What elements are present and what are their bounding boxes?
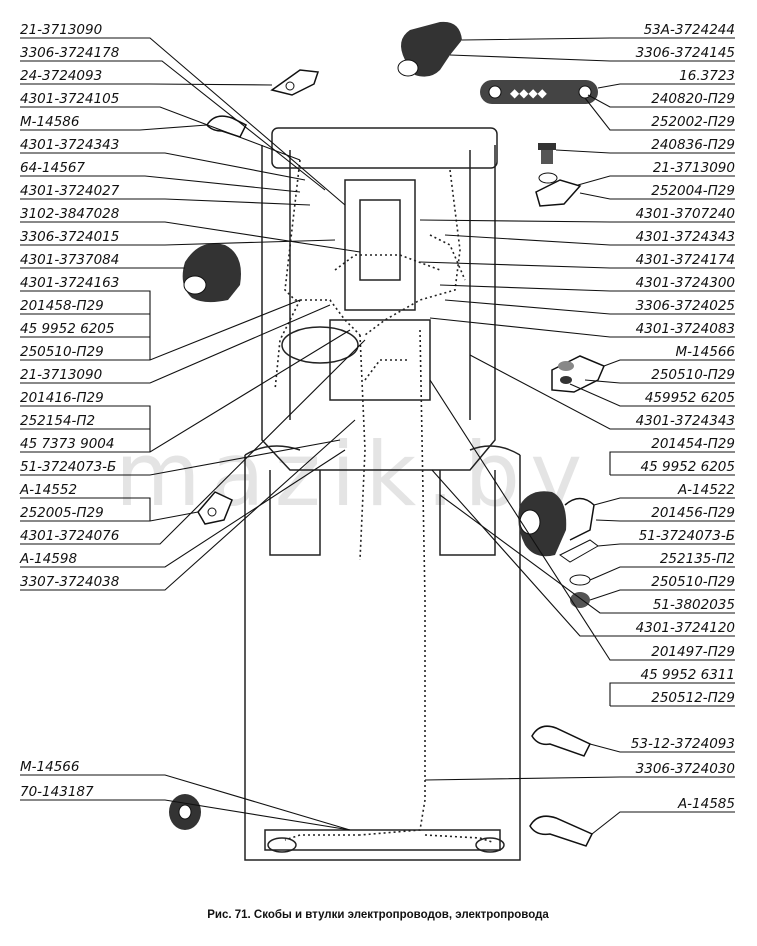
part-label: 4301-3724343 — [636, 413, 735, 429]
part-label: 24-3724093 — [20, 68, 102, 84]
part-label: M-14566 — [20, 759, 79, 775]
part-label: 3306-3724025 — [636, 298, 735, 314]
clamp-left-lower-icon — [197, 491, 233, 525]
part-label: 4301-3724105 — [20, 91, 119, 107]
part-label: 459952 6205 — [645, 390, 735, 406]
part-label: 252002-П29 — [651, 114, 735, 130]
part-label: 45 9952 6205 — [20, 321, 114, 337]
figure-caption: Рис. 71. Скобы и втулки электропроводов,… — [207, 909, 549, 921]
part-label: 201497-П29 — [651, 644, 735, 660]
part-label: 51-3724073-Б — [20, 459, 116, 475]
part-label: 21-3713090 — [20, 22, 102, 38]
grommet-bottom-left-icon — [169, 794, 201, 830]
cable-clip-bottom-right-icon — [529, 815, 594, 847]
part-label: 250510-П29 — [20, 344, 104, 360]
part-label: 53-12-3724093 — [631, 736, 735, 752]
part-label: 3306-3724015 — [20, 229, 119, 245]
bracket-clip-top-icon — [270, 69, 320, 96]
part-label: 4301-3724163 — [20, 275, 119, 291]
part-label: 201454-П29 — [651, 436, 735, 452]
rubber-boot-top-icon — [397, 21, 462, 77]
part-label: 70-143187 — [20, 784, 94, 800]
part-label: 3306-3724030 — [636, 761, 735, 777]
labels-left: 21-3713090 3306-3724178 24-3724093 4301-… — [19, 22, 120, 800]
part-label: 64-14567 — [20, 160, 85, 176]
rubber-boot-left-icon — [182, 243, 241, 303]
part-label: 252154-П2 — [20, 413, 95, 429]
part-label: 240836-П29 — [651, 137, 735, 153]
part-label: 21-3713090 — [20, 367, 102, 383]
part-label: А-14522 — [677, 482, 735, 498]
connector-block-icon: ◆◆◆◆ — [480, 80, 598, 104]
part-label: 3306-3724145 — [636, 45, 735, 61]
part-label: 3102-3847028 — [20, 206, 119, 222]
part-label: 4301-3724300 — [636, 275, 735, 291]
part-label: 4301-3724343 — [20, 137, 119, 153]
labels-right: 53А-3724244 3306-3724145 16.3723 240820-… — [631, 22, 735, 812]
part-label: А-14585 — [677, 796, 735, 812]
part-label: 240820-П29 — [651, 91, 735, 107]
part-label: 4301-3737084 — [20, 252, 119, 268]
part-label: 3307-3724038 — [20, 574, 119, 590]
part-label: M-14566 — [676, 344, 735, 360]
watermark: mazik.by — [115, 423, 592, 526]
part-label: 250512-П29 — [651, 690, 735, 706]
part-label: 53А-3724244 — [644, 22, 735, 38]
part-label: 201416-П29 — [20, 390, 104, 406]
part-label: 45 9952 6205 — [641, 459, 735, 475]
part-label: 51-3724073-Б — [639, 528, 735, 544]
part-label: 252135-П2 — [660, 551, 735, 567]
bolt-washer-right-icon — [535, 143, 582, 207]
part-label: А-14598 — [19, 551, 77, 567]
part-label: 45 7373 9004 — [20, 436, 114, 452]
part-label: 4301-3707240 — [636, 206, 735, 222]
cable-clip-right-lower-icon — [531, 725, 592, 757]
svg-text:◆◆◆◆: ◆◆◆◆ — [510, 86, 548, 100]
grommet-clamp-right-icon — [518, 491, 599, 608]
part-label: 4301-3724120 — [636, 620, 735, 636]
part-label: 252005-П29 — [20, 505, 104, 521]
part-label: 16.3723 — [679, 68, 735, 84]
part-label: 4301-3724076 — [20, 528, 119, 544]
part-label: 51-3802035 — [653, 597, 735, 613]
part-label: 4301-3724027 — [20, 183, 120, 199]
part-label: M-14586 — [20, 114, 79, 130]
part-label: 201458-П29 — [20, 298, 104, 314]
vehicle-outline — [244, 127, 521, 861]
part-label: 250510-П29 — [651, 367, 735, 383]
cable-clip-left-icon — [206, 115, 248, 138]
part-label: 3306-3724178 — [20, 45, 119, 61]
part-label: 250510-П29 — [651, 574, 735, 590]
part-label: А-14552 — [19, 482, 77, 498]
part-label: 4301-3724083 — [636, 321, 735, 337]
part-label: 4301-3724174 — [636, 252, 735, 268]
part-label: 201456-П29 — [651, 505, 735, 521]
leader-lines-left — [20, 37, 366, 831]
part-label: 21-3713090 — [653, 160, 735, 176]
part-label: 45 9952 6311 — [641, 667, 735, 683]
leader-lines-right — [419, 37, 735, 835]
part-label: 4301-3724343 — [636, 229, 735, 245]
part-label: 252004-П29 — [651, 183, 735, 199]
clamp-right-upper-icon — [551, 355, 605, 393]
